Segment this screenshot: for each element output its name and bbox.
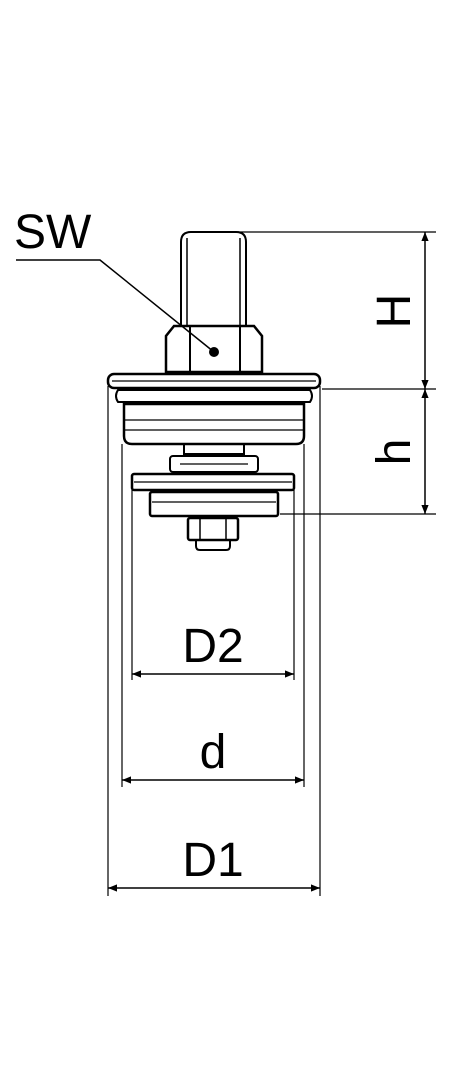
label-D2: D2	[182, 620, 243, 673]
hex-nut	[164, 324, 264, 374]
bottom-nut	[186, 516, 240, 542]
top-flange	[106, 372, 322, 390]
extension-lines	[107, 231, 436, 896]
spindle-collar	[169, 455, 259, 473]
stem-shaft	[180, 231, 247, 326]
valve-insert-part	[106, 231, 322, 551]
insert-body	[122, 402, 306, 446]
spindle-neck	[183, 444, 245, 455]
label-h: h	[368, 439, 421, 466]
dimension-labels: SW H h D2 d D1	[14, 206, 421, 887]
bottom-bolt-tip	[195, 540, 231, 551]
label-sw: SW	[14, 206, 92, 259]
label-D1: D1	[182, 834, 243, 887]
label-d: d	[200, 726, 227, 779]
dimension-lines	[16, 232, 429, 892]
upper-disc	[130, 472, 296, 492]
seal-disc	[148, 490, 280, 518]
o-ring-upper	[115, 389, 313, 403]
label-H: H	[368, 294, 421, 329]
sw-leader-line	[16, 259, 215, 353]
